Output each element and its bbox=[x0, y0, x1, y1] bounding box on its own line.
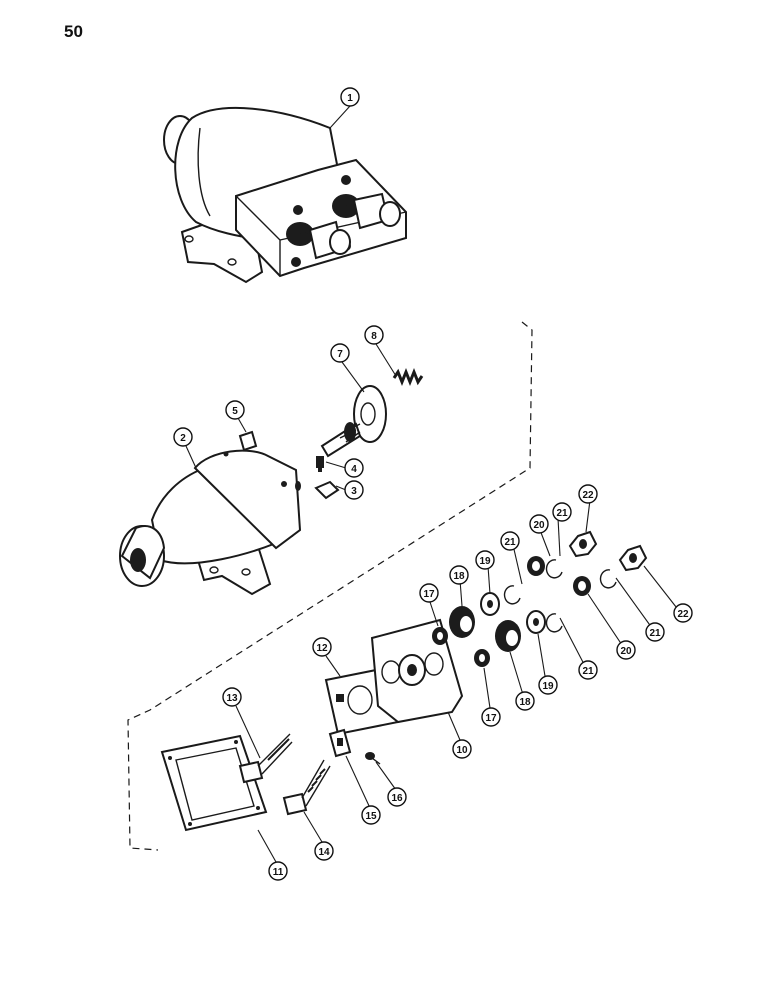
svg-text:13: 13 bbox=[226, 693, 238, 704]
spring bbox=[392, 367, 424, 387]
svg-text:21: 21 bbox=[556, 508, 568, 519]
callout-19-bottom: 19 bbox=[538, 675, 558, 695]
svg-text:15: 15 bbox=[365, 811, 377, 822]
svg-text:20: 20 bbox=[620, 646, 632, 657]
callout-10: 10 bbox=[452, 739, 472, 759]
callout-13: 13 bbox=[222, 687, 242, 707]
callout-21-a: 21 bbox=[500, 531, 520, 551]
callout-19-top: 19 bbox=[475, 550, 495, 570]
svg-text:3: 3 bbox=[351, 486, 357, 497]
plunger-disc bbox=[320, 385, 387, 458]
svg-text:22: 22 bbox=[677, 609, 689, 620]
callout-5: 5 bbox=[225, 400, 245, 420]
callout-21-c: 21 bbox=[578, 660, 598, 680]
callout-22-bottom: 22 bbox=[673, 603, 693, 623]
svg-text:20: 20 bbox=[533, 520, 545, 531]
callout-17-top: 17 bbox=[419, 583, 439, 603]
callout-4: 4 bbox=[344, 458, 364, 478]
callout-16: 16 bbox=[387, 787, 407, 807]
svg-text:11: 11 bbox=[273, 867, 284, 878]
solenoid-assembly bbox=[163, 106, 407, 284]
terminal-bolts bbox=[238, 733, 331, 816]
nuts-and-washers bbox=[432, 530, 648, 667]
callout-8: 8 bbox=[364, 325, 384, 345]
callout-2: 2 bbox=[173, 427, 193, 447]
svg-text:21: 21 bbox=[504, 537, 516, 548]
svg-text:8: 8 bbox=[371, 331, 377, 342]
callout-17-bottom: 17 bbox=[481, 707, 501, 727]
svg-text:2: 2 bbox=[180, 433, 186, 444]
callout-21-d: 21 bbox=[645, 622, 665, 642]
callout-3: 3 bbox=[344, 480, 364, 500]
callout-20-top: 20 bbox=[529, 514, 549, 534]
svg-text:18: 18 bbox=[519, 697, 531, 708]
callouts: 1 2 3 4 5 7 8 10 11 12 13 14 15 16 17 17… bbox=[173, 87, 693, 881]
svg-text:17: 17 bbox=[423, 589, 435, 600]
terminal-clip-and-screw bbox=[328, 728, 381, 765]
page-number: 50 bbox=[64, 22, 83, 41]
svg-text:19: 19 bbox=[479, 556, 491, 567]
svg-text:1: 1 bbox=[347, 93, 353, 104]
callout-22-top: 22 bbox=[578, 484, 598, 504]
svg-text:14: 14 bbox=[318, 847, 330, 858]
callout-20-bottom: 20 bbox=[616, 640, 636, 660]
leader-lines bbox=[185, 105, 681, 863]
svg-text:22: 22 bbox=[582, 490, 594, 501]
svg-text:16: 16 bbox=[391, 793, 403, 804]
svg-text:21: 21 bbox=[582, 666, 594, 677]
svg-text:18: 18 bbox=[453, 571, 465, 582]
svg-text:4: 4 bbox=[351, 464, 357, 475]
callout-21-b: 21 bbox=[552, 502, 572, 522]
callout-15: 15 bbox=[361, 805, 381, 825]
callout-18-top: 18 bbox=[449, 565, 469, 585]
svg-text:10: 10 bbox=[456, 745, 468, 756]
svg-text:19: 19 bbox=[542, 681, 554, 692]
small-hardware bbox=[238, 430, 340, 500]
callout-12: 12 bbox=[312, 637, 332, 657]
callout-14: 14 bbox=[314, 841, 334, 861]
gasket bbox=[160, 734, 268, 832]
callout-1: 1 bbox=[340, 87, 360, 107]
solenoid-housing bbox=[119, 449, 302, 596]
callout-11: 11 bbox=[268, 861, 288, 881]
svg-text:7: 7 bbox=[337, 349, 343, 360]
callout-18-bottom: 18 bbox=[515, 691, 535, 711]
callout-7: 7 bbox=[330, 343, 350, 363]
svg-text:5: 5 bbox=[232, 406, 238, 417]
svg-text:21: 21 bbox=[649, 628, 661, 639]
terminal-cover-plate bbox=[370, 618, 464, 724]
svg-text:17: 17 bbox=[485, 713, 497, 724]
svg-text:12: 12 bbox=[316, 643, 328, 654]
explode-dashed-line bbox=[127, 321, 533, 851]
